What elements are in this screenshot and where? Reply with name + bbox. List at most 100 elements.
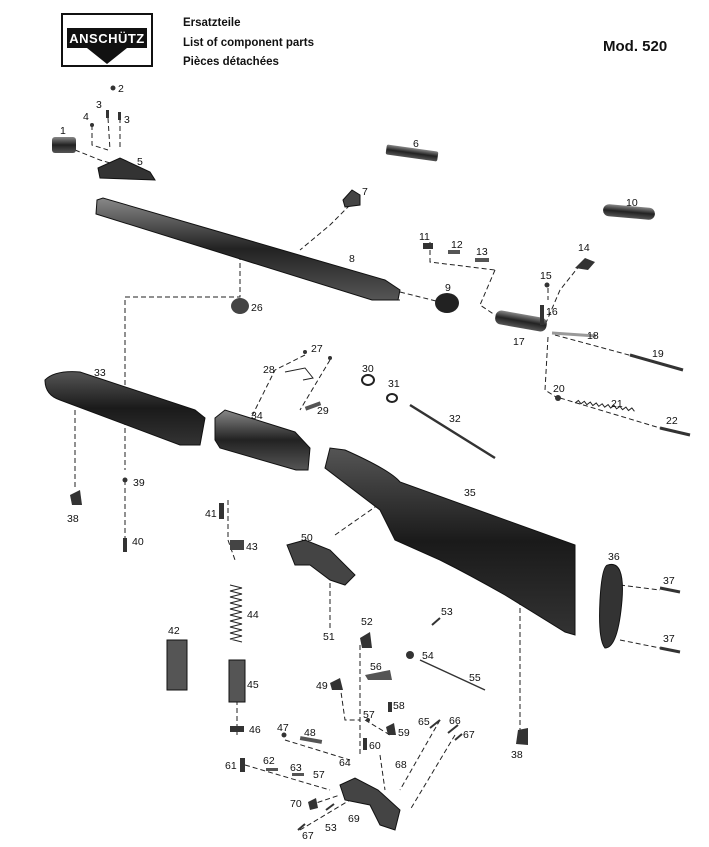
part-label-67b: 67 — [302, 830, 314, 842]
part-47-shape — [281, 732, 287, 738]
part-33-forend — [44, 371, 206, 446]
logo-triangle-icon — [87, 48, 127, 64]
part-label-39: 39 — [133, 477, 145, 489]
part-label-15: 15 — [540, 270, 552, 282]
part-label-16: 16 — [546, 306, 558, 318]
part-65-shape — [429, 719, 441, 729]
part-59-shape — [386, 723, 396, 735]
part-label-5: 5 — [137, 156, 143, 168]
part-label-41: 41 — [205, 508, 217, 520]
part-5-shape — [97, 157, 156, 181]
part-37a-shape — [659, 586, 681, 594]
part-27-shape — [303, 350, 307, 354]
part-label-58: 58 — [393, 700, 405, 712]
part-label-37a: 37 — [663, 575, 675, 587]
part-18-shape — [551, 331, 597, 338]
part-label-68: 68 — [395, 759, 407, 771]
part-label-52: 52 — [361, 616, 373, 628]
part-label-60: 60 — [369, 740, 381, 752]
part-label-20: 20 — [553, 383, 565, 395]
part-label-45: 45 — [247, 679, 259, 691]
part-label-32: 32 — [449, 413, 461, 425]
part-label-62: 62 — [263, 755, 275, 767]
part-label-14: 14 — [578, 242, 590, 254]
part-label-29: 29 — [317, 405, 329, 417]
part-7-shape — [342, 189, 361, 208]
part-60-shape — [363, 738, 367, 750]
part-label-27: 27 — [311, 343, 323, 355]
part-28-shape — [284, 367, 314, 381]
part-36-buttplate — [599, 563, 623, 649]
part-14-shape — [575, 258, 595, 270]
part-label-13: 13 — [476, 246, 488, 258]
part-45-shape — [228, 659, 246, 703]
part-label-4: 4 — [83, 111, 89, 123]
part-label-38a: 38 — [67, 513, 79, 525]
part-label-57a: 57 — [363, 709, 375, 721]
part-56-shape — [365, 670, 392, 680]
part-labels: 1 2 3 3 4 5 6 7 8 9 10 11 12 13 14 15 16… — [60, 83, 678, 842]
part-61-shape — [240, 758, 245, 772]
brand-logo: ANSCHÜTZ — [61, 13, 153, 67]
part-label-6: 6 — [413, 138, 419, 150]
part-label-37b: 37 — [663, 633, 675, 645]
part-label-30: 30 — [362, 363, 374, 375]
part-label-66: 66 — [449, 715, 461, 727]
part-53b-shape — [325, 803, 335, 811]
model-number: Mod. 520 — [603, 38, 668, 55]
part-46-shape — [230, 726, 244, 732]
part-label-10: 10 — [626, 197, 638, 209]
part-52-shape — [360, 632, 372, 648]
part-35-stock — [324, 447, 576, 636]
part-label-7: 7 — [362, 186, 368, 198]
header: ANSCHÜTZ Ersatzteile List of component p… — [0, 0, 709, 80]
part-label-1: 1 — [60, 125, 66, 137]
part-26-shape — [231, 298, 249, 314]
part-57a-shape — [366, 718, 370, 722]
part-label-61: 61 — [225, 760, 237, 772]
part-55-shape — [419, 659, 486, 691]
part-label-34: 34 — [251, 410, 263, 422]
part-label-50: 50 — [301, 532, 313, 544]
title-french: Pièces détachées — [183, 56, 279, 68]
part-label-55: 55 — [469, 672, 481, 684]
part-label-51: 51 — [323, 631, 335, 643]
part-15-shape — [544, 282, 550, 288]
part-label-3b: 3 — [124, 114, 130, 126]
part-32-rod — [409, 403, 496, 460]
part-11-shape — [423, 243, 433, 249]
part-label-22: 22 — [666, 415, 678, 427]
part-label-49: 49 — [316, 680, 328, 692]
part-label-53b: 53 — [325, 822, 337, 834]
part-29-shape — [304, 401, 322, 411]
part-label-67a: 67 — [463, 729, 475, 741]
assembly-lines — [74, 117, 661, 831]
part-label-12: 12 — [451, 239, 463, 251]
part-label-42: 42 — [168, 625, 180, 637]
part-34-receiver — [214, 409, 311, 471]
part-label-38b: 38 — [511, 749, 523, 761]
part-label-36: 36 — [608, 551, 620, 563]
part-label-56: 56 — [370, 661, 382, 673]
part-27b-shape — [328, 356, 332, 360]
part-38a-shape — [70, 490, 82, 505]
part-67b-shape — [297, 823, 306, 831]
part-1-shape — [52, 137, 76, 153]
part-38b-shape — [516, 728, 528, 745]
part-label-2: 2 — [118, 83, 124, 95]
part-label-47: 47 — [277, 722, 289, 734]
part-label-43: 43 — [246, 541, 258, 553]
part-label-18: 18 — [587, 330, 599, 342]
part-label-46: 46 — [249, 724, 261, 736]
part-2-shape — [110, 85, 116, 91]
part-label-9: 9 — [445, 282, 451, 294]
part-label-53a: 53 — [441, 606, 453, 618]
part-17-bolt — [495, 310, 547, 332]
part-6-shape — [385, 144, 439, 162]
part-66-shape — [447, 724, 459, 734]
part-label-63: 63 — [290, 762, 302, 774]
part-44-spring — [229, 584, 243, 643]
part-label-69: 69 — [348, 813, 360, 825]
part-22-shape — [659, 426, 691, 437]
